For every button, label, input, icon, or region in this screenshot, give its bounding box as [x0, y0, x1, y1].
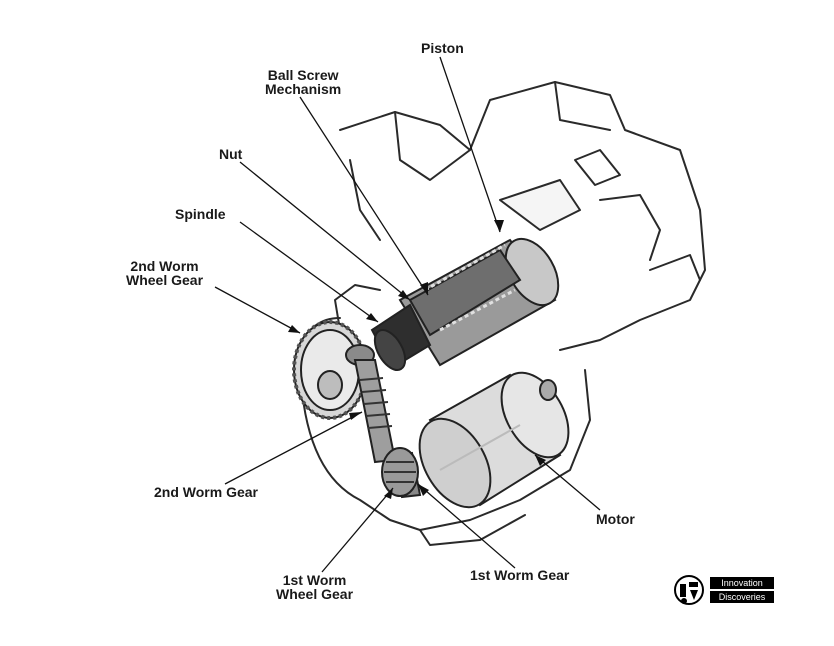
- label-2nd-worm-wheel-line2: Wheel Gear: [126, 272, 204, 288]
- second-worm-wheel-gear: [292, 320, 368, 420]
- leader-ball-screw: [299, 96, 429, 296]
- label-spindle-text: Spindle: [175, 206, 226, 222]
- label-ball-screw-line1: Ball Screw: [267, 67, 339, 83]
- label-2nd-worm-gear-text: 2nd Worm Gear: [154, 484, 258, 500]
- label-motor: Motor: [596, 512, 635, 526]
- leader-1st-worm-wheel: [321, 487, 394, 573]
- leader-2nd-worm-gear: [224, 411, 363, 485]
- label-nut: Nut: [219, 147, 242, 161]
- leader-piston: [439, 56, 501, 233]
- leader-2nd-worm-wheel: [214, 286, 301, 334]
- logo-line1: Innovation: [710, 577, 774, 589]
- label-spindle: Spindle: [175, 207, 226, 221]
- label-motor-text: Motor: [596, 511, 635, 527]
- label-2nd-worm-gear: 2nd Worm Gear: [154, 485, 258, 499]
- label-nut-text: Nut: [219, 146, 243, 162]
- label-1st-worm-gear: 1st Worm Gear: [470, 568, 569, 582]
- label-piston: Piston: [421, 41, 464, 55]
- label-piston-text: Piston: [421, 40, 464, 56]
- label-1st-worm-wheel-line1: 1st Worm: [282, 572, 347, 588]
- logo-line2: Discoveries: [710, 591, 774, 603]
- motor: [418, 371, 570, 509]
- leader-1st-worm-gear: [417, 483, 516, 569]
- label-1st-worm-gear-text: 1st Worm Gear: [470, 567, 570, 583]
- first-worm-wheel-gear: [381, 447, 419, 497]
- label-1st-worm-wheel-line2: Wheel Gear: [276, 586, 354, 602]
- caliper-housing: [339, 81, 706, 351]
- leader-nut: [239, 161, 411, 301]
- label-1st-worm-wheel-gear: 1st Worm Wheel Gear: [276, 573, 353, 601]
- spindle-nut: [345, 303, 432, 371]
- leader-spindle: [239, 221, 379, 323]
- leader-motor: [534, 454, 601, 511]
- label-2nd-worm-wheel-gear: 2nd Worm Wheel Gear: [126, 259, 203, 287]
- innovation-discoveries-logo: Innovation Discoveries: [672, 573, 782, 607]
- label-2nd-worm-wheel-line1: 2nd Worm: [130, 258, 199, 274]
- label-ball-screw-line2: Mechanism: [265, 81, 342, 97]
- gear-logo-icon: [674, 575, 704, 605]
- label-ball-screw-mechanism: Ball Screw Mechanism: [265, 68, 341, 96]
